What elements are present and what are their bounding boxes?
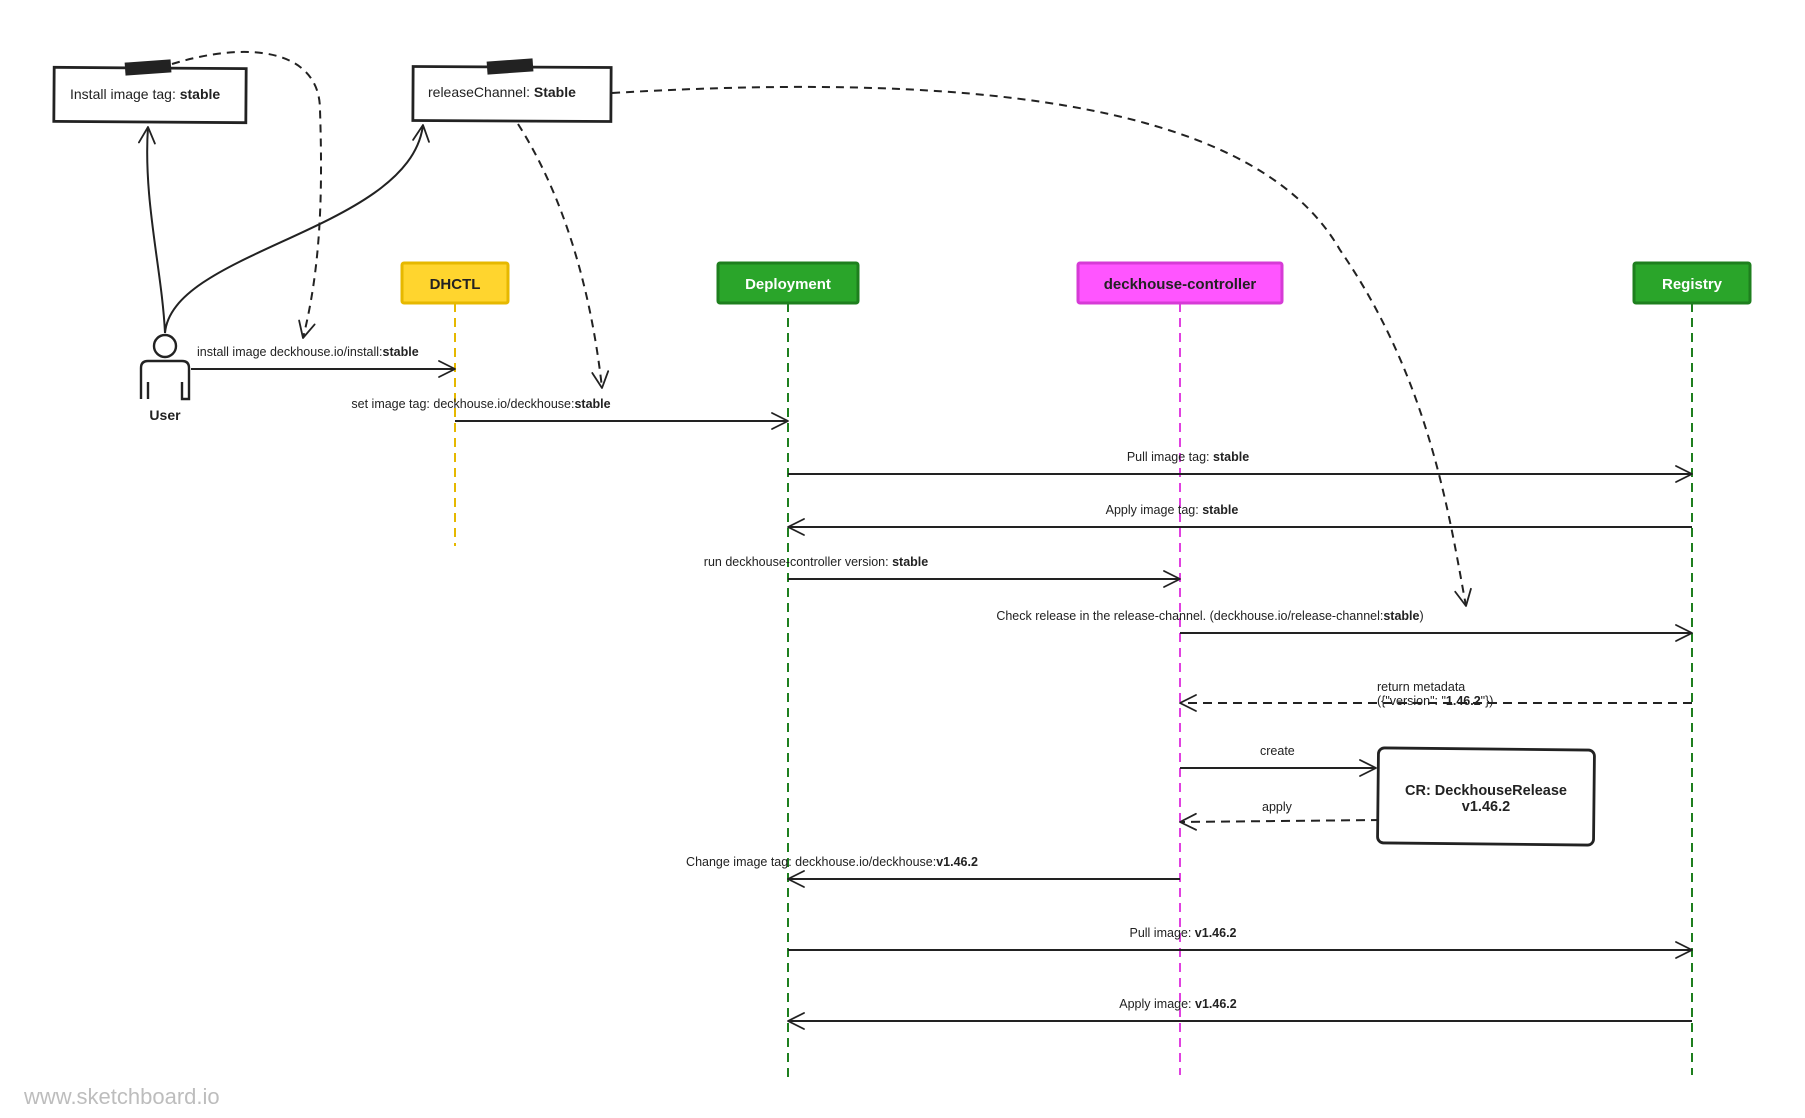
message-label: Pull image: v1.46.2 — [1129, 926, 1236, 940]
release-note-to-check-arrow — [611, 85, 1472, 607]
cr-box-version: v1.46.2 — [1462, 799, 1510, 815]
message-arrow: create — [1180, 744, 1377, 777]
message-arrow: return metadata({"version": "1.46.2"}) — [1179, 680, 1692, 712]
message-label: create — [1260, 744, 1295, 758]
user-label: User — [149, 407, 181, 423]
deckhouse-release-box: CR: DeckhouseRelease v1.46.2 — [1376, 746, 1596, 847]
registry-header-label: Registry — [1662, 276, 1723, 293]
message-label: return metadata — [1377, 680, 1465, 694]
install-tag-note-text: Install image tag: stable — [70, 86, 220, 102]
message-arrow: install image deckhouse.io/install:stabl… — [191, 345, 456, 378]
deployment-header: Deployment — [716, 261, 860, 305]
user-actor: User — [139, 333, 191, 423]
message-label: Apply image: v1.46.2 — [1119, 997, 1236, 1011]
install-tag-note: Install image tag: stable — [52, 59, 248, 125]
tape-icon — [486, 58, 534, 75]
message-arrow: set image tag: deckhouse.io/deckhouse:st… — [351, 397, 789, 430]
user-to-release-note-arrow — [164, 124, 430, 334]
message-label: Change image tag: deckhouse.io/deckhouse… — [686, 855, 978, 869]
message-label: set image tag: deckhouse.io/deckhouse:st… — [351, 397, 610, 411]
dhctl-header: DHCTL — [400, 261, 510, 305]
cr-box-title: CR: DeckhouseRelease — [1405, 783, 1567, 799]
message-label: Apply image tag: stable — [1106, 503, 1239, 517]
message-label: apply — [1262, 800, 1293, 814]
message-arrow: run deckhouse-controller version: stable — [704, 555, 1181, 588]
watermark: www.sketchboard.io — [23, 1084, 220, 1109]
message-label: install image deckhouse.io/install:stabl… — [197, 345, 419, 359]
deployment-header-label: Deployment — [745, 276, 831, 293]
message-arrow: Change image tag: deckhouse.io/deckhouse… — [686, 855, 1180, 888]
tape-icon — [124, 59, 172, 76]
install-note-reference-arrow — [171, 50, 323, 339]
message-label: Pull image tag: stable — [1127, 450, 1249, 464]
controller-header: deckhouse-controller — [1076, 261, 1284, 305]
message-label: run deckhouse-controller version: stable — [704, 555, 928, 569]
message-arrow: Apply image tag: stable — [787, 503, 1692, 536]
release-note-to-deployment-arrow — [517, 123, 610, 389]
release-channel-note-text: releaseChannel: Stable — [428, 84, 576, 100]
controller-header-label: deckhouse-controller — [1104, 276, 1257, 293]
message-arrow: Apply image: v1.46.2 — [787, 997, 1692, 1030]
message-arrow: apply — [1179, 800, 1381, 831]
message-arrow: Pull image tag: stable — [788, 450, 1693, 483]
message-label: Check release in the release-channel. (d… — [996, 609, 1423, 623]
registry-header: Registry — [1632, 261, 1752, 305]
message-arrow: Check release in the release-channel. (d… — [996, 609, 1693, 642]
user-to-install-note-arrow — [138, 126, 166, 334]
release-channel-note: releaseChannel: Stable — [411, 58, 613, 123]
message-label: ({"version": "1.46.2"}) — [1377, 694, 1493, 708]
dhctl-header-label: DHCTL — [430, 276, 481, 293]
user-icon — [139, 333, 191, 401]
message-arrow: Pull image: v1.46.2 — [788, 926, 1693, 959]
